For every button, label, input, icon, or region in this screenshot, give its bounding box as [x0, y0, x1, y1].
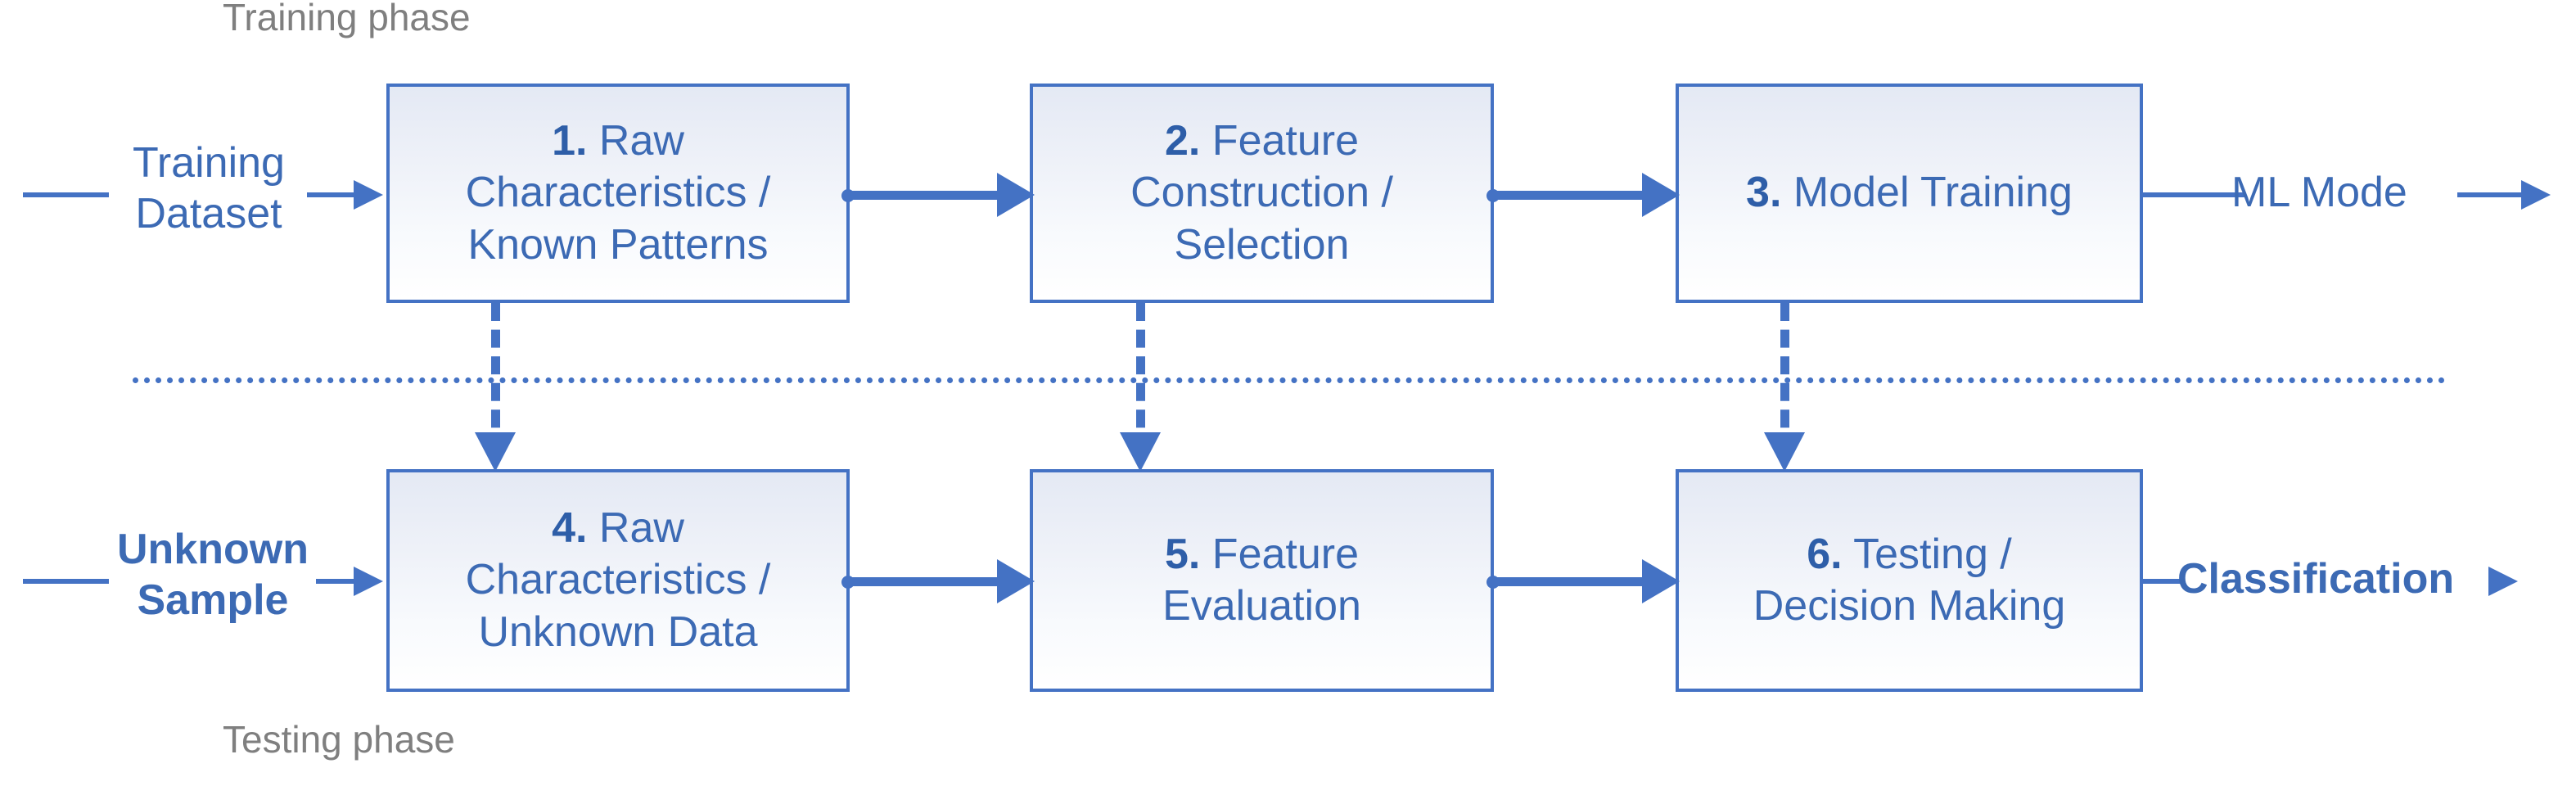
step-label-5: Feature Evaluation — [1162, 530, 1361, 630]
step-label-2: Feature Construction / Selection — [1130, 116, 1393, 269]
training-input-arrowhead-icon — [354, 180, 383, 210]
connector-1-to-2-arrowhead-icon — [997, 173, 1035, 217]
step-box-4[interactable]: 4. Raw Characteristics / Unknown Data — [386, 469, 850, 692]
connector-5-to-6-arrowhead-icon — [1642, 559, 1680, 603]
step-label-1: Raw Characteristics / Known Patterns — [465, 116, 771, 269]
step-box-3-text: 3. Model Training — [1738, 167, 2081, 219]
step-number-1: 1. — [552, 116, 588, 165]
dashed-connector-1-to-4-arrowhead-icon — [475, 432, 516, 472]
step-box-6[interactable]: 6. Testing / Decision Making — [1676, 469, 2143, 692]
dashed-connector-3-to-6-arrowhead-icon — [1764, 432, 1805, 472]
dashed-connector-3-to-6 — [1780, 303, 1789, 454]
training-dataset-label: Training Dataset — [133, 139, 285, 238]
testing-input-line-left — [23, 579, 109, 584]
dashed-connector-1-to-4 — [491, 303, 500, 454]
phase-label-testing: Testing phase — [223, 718, 455, 761]
dashed-connector-2-to-5-arrowhead-icon — [1120, 432, 1161, 472]
step-box-1-text: 1. Raw Characteristics / Known Patterns — [458, 115, 779, 271]
step-label-4: Raw Characteristics / Unknown Data — [465, 504, 771, 656]
classification-output-line-left — [2140, 579, 2181, 584]
step-number-3: 3. — [1746, 169, 1782, 217]
classification-output-arrowhead-icon — [2488, 567, 2518, 596]
dashed-connector-2-to-5 — [1136, 303, 1145, 454]
ml-model-output-line-right — [2457, 192, 2529, 197]
connector-2-to-3-arrowhead-icon — [1642, 173, 1680, 217]
step-box-1[interactable]: 1. Raw Characteristics / Known Patterns — [386, 84, 850, 303]
step-box-2-text: 2. Feature Construction / Selection — [1122, 115, 1401, 271]
connector-4-to-5-arrowhead-icon — [997, 559, 1035, 603]
connector-1-to-2 — [845, 191, 1002, 200]
connector-2-to-3 — [1490, 191, 1647, 200]
ml-model-output-arrowhead-icon — [2521, 180, 2551, 210]
connector-joint-2 — [1487, 189, 1500, 202]
step-label-6: Testing / Decision Making — [1753, 530, 2066, 630]
training-input-line-right — [307, 192, 360, 197]
connector-4-to-5 — [845, 577, 1002, 586]
connector-joint-4 — [841, 576, 855, 589]
connector-joint-1 — [841, 189, 855, 202]
step-box-6-text: 6. Testing / Decision Making — [1745, 529, 2074, 633]
phase-label-training: Training phase — [223, 0, 471, 38]
ml-model-label: ML Mode — [2231, 169, 2407, 216]
classification-label: Classification — [2177, 555, 2455, 603]
step-number-6: 6. — [1807, 530, 1843, 578]
step-number-4: 4. — [552, 504, 588, 552]
connector-joint-5 — [1487, 576, 1500, 589]
step-box-5[interactable]: 5. Feature Evaluation — [1030, 469, 1494, 692]
step-number-2: 2. — [1164, 116, 1201, 165]
step-label-3: Model Training — [1781, 169, 2073, 217]
step-number-5: 5. — [1164, 530, 1201, 578]
testing-input-arrowhead-icon — [354, 567, 383, 596]
step-box-3[interactable]: 3. Model Training — [1676, 84, 2143, 303]
step-box-4-text: 4. Raw Characteristics / Unknown Data — [458, 503, 779, 658]
ml-model-output-line-left — [2140, 192, 2246, 197]
step-box-5-text: 5. Feature Evaluation — [1154, 529, 1369, 633]
phase-divider-line — [133, 377, 2446, 383]
training-input-line-left — [23, 192, 109, 197]
step-box-2[interactable]: 2. Feature Construction / Selection — [1030, 84, 1494, 303]
connector-5-to-6 — [1490, 577, 1647, 586]
unknown-sample-label: Unknown Sample — [117, 526, 309, 625]
testing-input-line-right — [316, 579, 361, 584]
